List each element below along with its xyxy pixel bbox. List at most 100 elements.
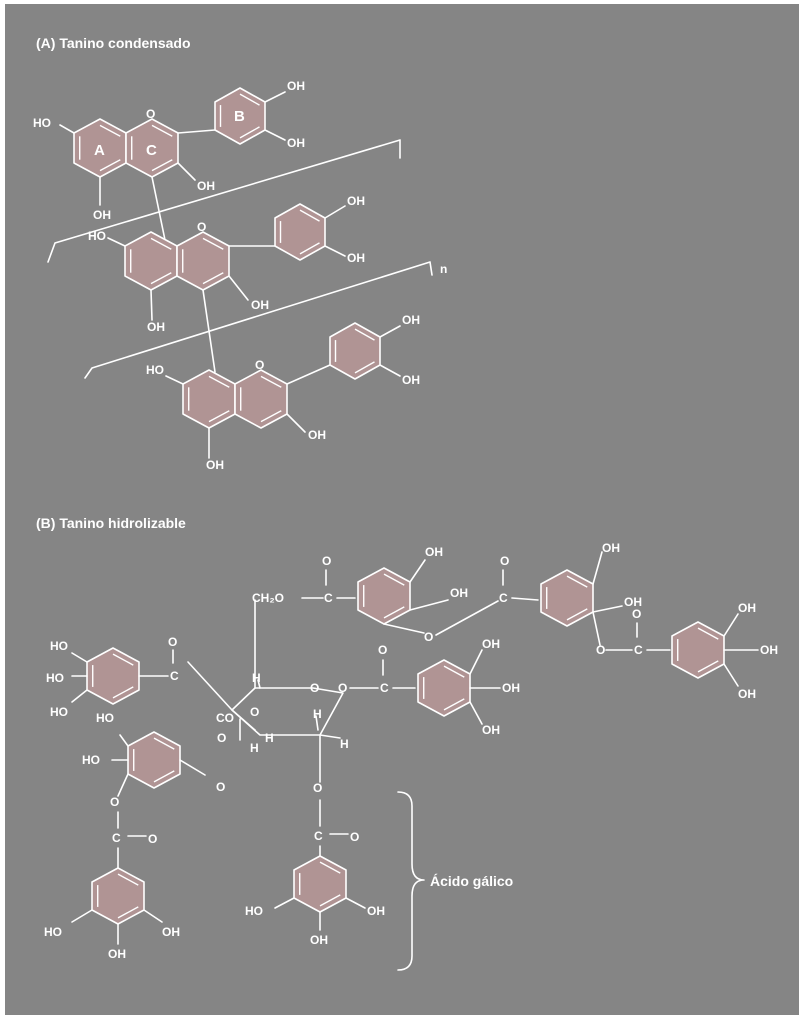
carbonyl-oxygen-bottom: O (350, 830, 359, 844)
bond-ester-top-chain (435, 600, 499, 636)
carbonyl-oxygen-top2: O (500, 554, 509, 568)
oh-top4: OH (602, 541, 620, 555)
ho-a-unit3: HO (146, 363, 164, 377)
glucose-ring-edge (231, 709, 256, 731)
ho-l3: HO (50, 705, 68, 719)
bond-ho-a2 (107, 237, 126, 247)
bond-h-up (315, 715, 319, 731)
bond-bottom-oh1 (345, 897, 366, 909)
bond-oh-b5 (379, 325, 401, 338)
ester-oxygen-c2: O (313, 781, 322, 795)
aromatic-inner-bond (383, 573, 405, 586)
oh-r2: OH (502, 681, 520, 695)
aromatic-inner-bond (99, 124, 121, 137)
aromatic-inner-bond (208, 410, 230, 423)
oh-b1-unit3: OH (402, 313, 420, 327)
bond-oh-b6 (379, 364, 401, 377)
ring-label-c: C (146, 142, 157, 159)
bond-oh-c2 (228, 275, 249, 301)
aromatic-inner-bond (566, 575, 588, 588)
aromatic-inner-bond (443, 698, 465, 711)
co-label: CO (216, 711, 234, 725)
ho-ll1: HO (96, 711, 114, 725)
ester-c-top2: C (499, 591, 508, 605)
aromatic-inner-bond (202, 272, 224, 285)
aromatic-inner-bond (151, 159, 173, 172)
aromatic-inner-bond (202, 237, 224, 250)
aromatic-inner-bond (117, 873, 139, 886)
ester-c-ll: C (112, 831, 121, 845)
oh-c-unit1: OH (197, 179, 215, 193)
oh-b1-unit1: OH (287, 79, 305, 93)
bond-oh-b2 (264, 129, 286, 141)
ho-bottom: HO (245, 904, 263, 918)
ho-bl: HO (44, 925, 62, 939)
oh-bl1: OH (162, 925, 180, 939)
aromatic-inner-bond (566, 608, 588, 621)
aromatic-inner-bond (239, 93, 260, 106)
aromatic-inner-bond (99, 159, 121, 172)
bond-oh-top8 (723, 663, 739, 687)
ch2o-label: CH₂O (252, 591, 284, 605)
bond-oh-top1 (409, 559, 426, 583)
ester-c-left: C (170, 669, 179, 683)
aromatic-inner-bond (383, 606, 405, 619)
panel-a-title: (A) Tanino condensado (36, 35, 191, 51)
ester-c-bottom: C (314, 829, 323, 843)
bond-bl-ho (71, 909, 93, 923)
bond-oh-b1 (264, 91, 286, 103)
aromatic-inner-bond (697, 660, 719, 673)
bond-link-1-2 (151, 176, 166, 241)
oh-c-unit2: OH (251, 298, 269, 312)
ester-c-top3: C (634, 643, 643, 657)
panel-b-title: (B) Tanino hidrolizable (36, 515, 186, 531)
oh-top7: OH (760, 643, 778, 657)
aromatic-inner-bond (299, 209, 320, 222)
aromatic-inner-bond (153, 737, 175, 750)
carbonyl-oxygen-right: O (378, 643, 387, 657)
background (5, 4, 799, 1015)
ho-ll2: HO (82, 753, 100, 767)
aromatic-inner-bond (443, 665, 465, 678)
bond-ho-a3 (165, 375, 184, 385)
aromatic-inner-bond (150, 237, 172, 250)
carbonyl-oxygen-ll: O (148, 832, 157, 846)
ho-l1: HO (50, 639, 68, 653)
aromatic-inner-bond (112, 653, 134, 666)
bond-ll-ring-o (179, 759, 206, 776)
bond-bottom-ho (274, 897, 295, 909)
aromatic-inner-bond (208, 375, 230, 388)
bond-bl-oh1 (143, 909, 163, 923)
aromatic-inner-bond (239, 126, 260, 139)
oh-bottom2: OH (310, 933, 328, 947)
co-oxygen-label: O (217, 731, 226, 745)
h-label-4: H (250, 741, 259, 755)
bond-top2-ester-o (592, 611, 601, 646)
oh-c-unit3: OH (308, 428, 326, 442)
bond-oh-top4 (592, 551, 603, 585)
oh-a-unit2: OH (147, 320, 165, 334)
ho-l2: HO (46, 671, 64, 685)
oxygen-glucose-inner: O (250, 705, 259, 719)
oh-top1: OH (425, 545, 443, 559)
repeat-bracket-top (47, 139, 401, 263)
bond-oh-top6 (723, 613, 739, 637)
aromatic-inner-bond (151, 124, 173, 137)
gallic-acid-label: Ácido gálico (430, 873, 513, 889)
aromatic-inner-bond (153, 770, 175, 783)
bond-c4-o (187, 661, 233, 711)
aromatic-inner-bond (354, 328, 375, 341)
ester-c-right: C (380, 681, 389, 695)
carbonyl-oxygen-top: O (322, 554, 331, 568)
aromatic-inner-bond (697, 627, 719, 640)
ester-oxygen-c1: O (338, 681, 347, 695)
bond-oh-c3 (286, 413, 306, 433)
bond-oh-r1 (469, 649, 483, 675)
bond-ring-b-link1 (177, 129, 216, 134)
aromatic-inner-bond (319, 861, 341, 874)
bond-oh-c1 (177, 162, 196, 181)
oh-top2: OH (450, 586, 468, 600)
bond-ho-l3 (71, 689, 88, 703)
